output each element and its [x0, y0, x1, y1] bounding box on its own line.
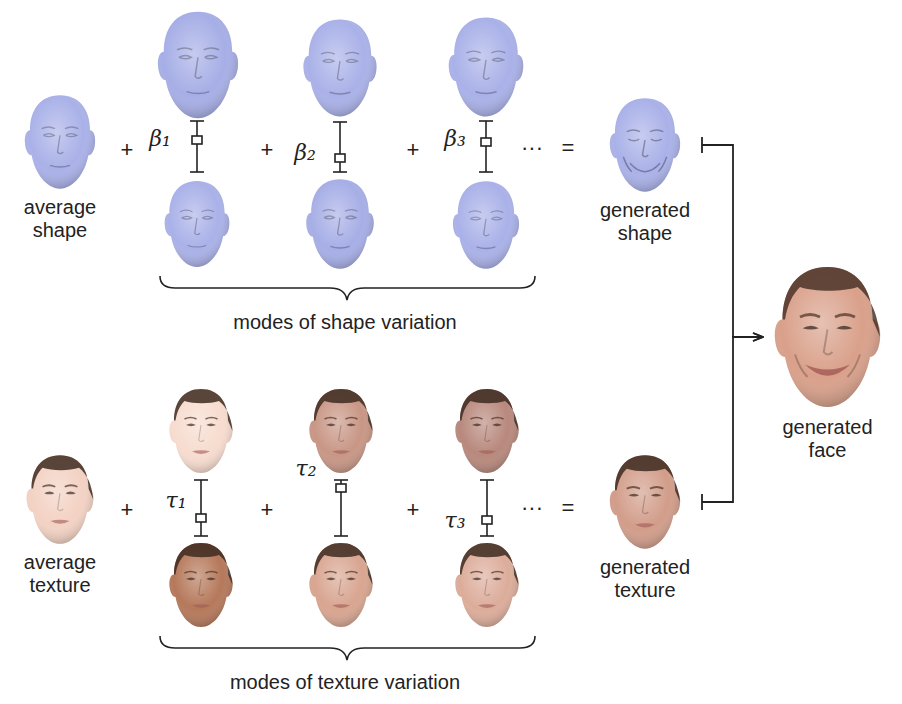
face-picture [590, 95, 700, 195]
face-picture [590, 452, 700, 552]
operator-sign: = [562, 135, 575, 161]
slider [190, 121, 204, 172]
face-render [610, 98, 680, 191]
texture-mode-face [309, 389, 372, 473]
face-caption: generated shape [590, 199, 700, 245]
operator-sign: + [261, 137, 274, 163]
brace [160, 636, 535, 660]
group-caption: modes of shape variation [233, 311, 456, 334]
coefficient-symbol: β₁ [149, 126, 171, 151]
merge-arrow [702, 337, 763, 502]
coefficient-symbol: τ₁ [166, 488, 187, 513]
shape-mode-face [306, 179, 374, 269]
face-picture [5, 92, 115, 192]
face-render [775, 267, 880, 407]
operator-sign: + [121, 497, 134, 523]
face-node: generated shape [590, 95, 700, 245]
face-caption: average shape [5, 196, 115, 242]
texture-mode-face [455, 389, 518, 473]
shape-mode-face [449, 18, 524, 117]
coefficient-symbol: β₂ [294, 140, 316, 165]
operator-sign: = [562, 495, 575, 521]
slider [334, 480, 348, 536]
shape-mode-face [453, 181, 519, 269]
coefficient-symbol: β₃ [444, 126, 466, 151]
face-caption: average texture [5, 551, 115, 597]
face-node: average texture [5, 452, 115, 597]
group-caption: modes of texture variation [230, 671, 460, 694]
operator-sign: ··· [521, 135, 543, 161]
face-node: generated texture [590, 452, 700, 602]
face-picture [5, 452, 115, 547]
operator-sign: ··· [521, 495, 543, 521]
face-render [27, 455, 94, 544]
face-node: average shape [5, 92, 115, 242]
texture-mode-face [169, 389, 232, 473]
slider [479, 121, 493, 172]
operator-sign: + [121, 137, 134, 163]
face-node: generated face [765, 262, 890, 462]
face-render [25, 95, 95, 188]
slider [480, 480, 494, 536]
texture-mode-face [169, 543, 232, 627]
coefficient-symbol: τ₃ [445, 508, 466, 533]
coefficient-symbol: τ₂ [296, 456, 317, 481]
merge-arrow [702, 145, 763, 337]
slider [194, 480, 208, 536]
face-picture [765, 262, 890, 412]
face-caption: generated face [765, 416, 890, 462]
shape-mode-face [303, 19, 376, 116]
operator-sign: + [407, 137, 420, 163]
slider [333, 122, 347, 172]
brace [160, 276, 535, 300]
texture-mode-face [309, 543, 372, 627]
texture-mode-face [455, 543, 518, 627]
operator-sign: + [407, 497, 420, 523]
operator-sign: + [261, 497, 274, 523]
shape-mode-face [165, 181, 230, 267]
face-caption: generated texture [590, 556, 700, 602]
face-render [610, 455, 680, 548]
shape-mode-face [158, 12, 238, 118]
